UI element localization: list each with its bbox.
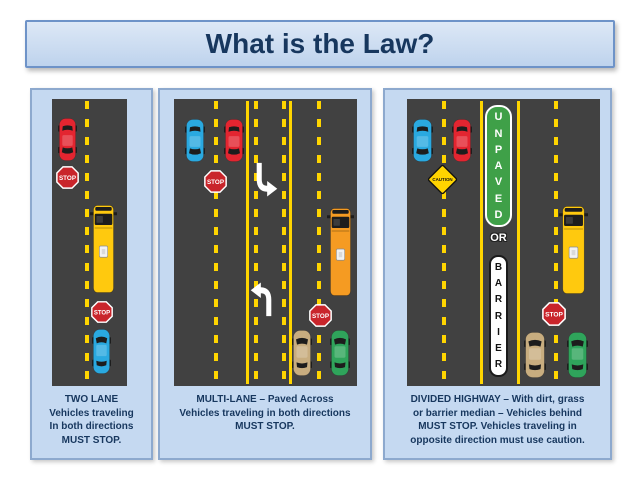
panel-caption: TWO LANE Vehicles traveling In both direct…: [32, 393, 151, 447]
sign-letter: N: [494, 127, 503, 140]
green-car: [567, 332, 588, 378]
blue-car: [412, 119, 433, 162]
green-car: [330, 330, 350, 376]
red-car: [452, 119, 472, 162]
red-car: [58, 118, 77, 161]
caption-line: or barrier median – Vehicles behind: [413, 407, 582, 419]
sign-letter: P: [494, 143, 503, 156]
caption-line: In both directions: [49, 421, 134, 432]
school-bus: [90, 204, 117, 294]
sign-letter: V: [494, 176, 503, 189]
lane-line-dashed: [442, 101, 446, 384]
sign-letter: A: [494, 278, 503, 290]
lane-line-dashed: [282, 101, 286, 384]
caption-line: MULTI-LANE – Paved Across: [196, 394, 334, 405]
blue-car: [185, 119, 205, 162]
slide-title: What is the Law?: [205, 28, 435, 59]
caption-line: Vehicles traveling: [49, 407, 134, 419]
road: STOP STOP: [52, 99, 127, 386]
panel-caption: DIVIDED HIGHWAY – With dirt, grass or bar…: [385, 393, 610, 447]
sign-letter: E: [495, 342, 502, 354]
lane-line-dashed: [317, 101, 321, 384]
sign-letter: R: [494, 294, 503, 306]
stop-sign: STOP: [542, 302, 566, 326]
lane-line-solid: [517, 101, 520, 384]
lane-line-solid: [246, 101, 249, 384]
lane-line-dashed: [254, 101, 258, 384]
tan-car: [292, 330, 312, 376]
school-bus: [559, 205, 588, 295]
blue-car: [92, 329, 111, 374]
school-bus: [327, 207, 354, 297]
caution-sign: CAUTION: [425, 162, 460, 197]
panel-two-lane: STOP STOP TWO LANE Vehicles traveling In b…: [30, 88, 153, 460]
sign-letter: D: [494, 208, 503, 221]
svg-text:STOP: STOP: [59, 175, 76, 182]
turn-arrow-up-left: [250, 279, 276, 317]
stop-sign: STOP: [309, 304, 332, 327]
sign-letter: R: [494, 358, 503, 370]
turn-arrow-down-right: [252, 162, 278, 200]
sign-letter: I: [497, 326, 500, 338]
stop-sign: STOP: [91, 301, 113, 323]
sign-letter: R: [494, 310, 503, 322]
svg-text:STOP: STOP: [312, 313, 329, 320]
lane-line-dashed: [214, 101, 218, 384]
svg-text:STOP: STOP: [545, 312, 563, 319]
sign-letter: E: [494, 192, 503, 205]
lane-line-dashed: [85, 101, 89, 384]
caption-line: DIVIDED HIGHWAY – With dirt, grass: [410, 394, 585, 405]
caption-line: opposite direction must use caution.: [410, 434, 585, 446]
stop-sign: STOP: [56, 166, 79, 189]
sign-letter: U: [494, 111, 503, 124]
sign-letter: B: [494, 262, 503, 274]
caption-line: MUST STOP.: [61, 434, 122, 446]
red-car: [224, 119, 244, 162]
caption-line: MUST STOP. Vehicles traveling in: [418, 421, 577, 432]
title-box: What is the Law?: [25, 20, 615, 68]
caption-line: TWO LANE: [64, 394, 119, 405]
stop-sign: STOP: [204, 170, 227, 193]
svg-text:CAUTION: CAUTION: [432, 177, 452, 182]
sign-letter: A: [494, 160, 503, 172]
lane-line-dashed: [554, 101, 558, 384]
road: STOP STOP: [174, 99, 357, 386]
caption-line: Vehicles traveling in both directions: [179, 407, 351, 419]
svg-text:STOP: STOP: [207, 179, 224, 186]
or-label: OR: [490, 232, 507, 244]
svg-text:STOP: STOP: [94, 310, 110, 316]
lane-line-solid: [289, 101, 292, 384]
caption-line: MUST STOP.: [235, 421, 295, 432]
tan-car: [524, 332, 546, 378]
lane-line-solid: [480, 101, 483, 384]
